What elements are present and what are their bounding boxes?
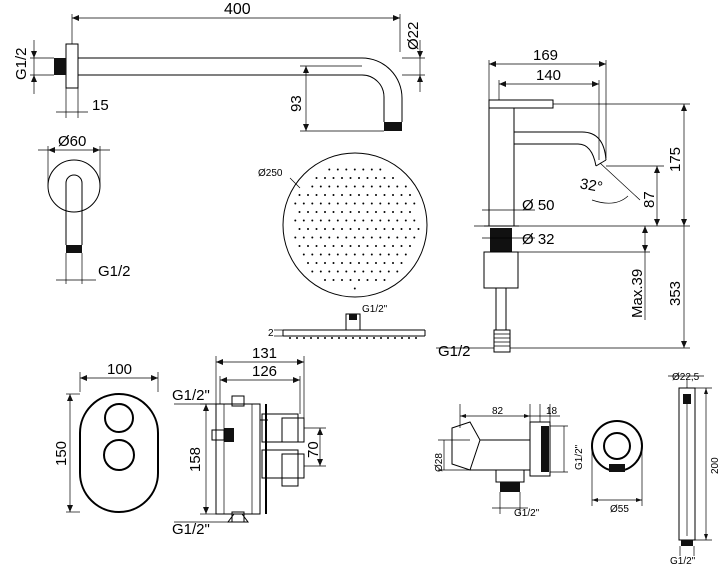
shower-arm-side-view: 400 Ø22 G1/2 15 93 bbox=[13, 1, 425, 132]
arm-diameter-label: Ø22 bbox=[405, 22, 422, 50]
valve-depth-inner-label: 126 bbox=[252, 363, 277, 380]
valve-bottom-thread-label: G1/2" bbox=[172, 521, 210, 538]
mixer-reach-label: 169 bbox=[533, 47, 558, 64]
shower-arm-front-view: Ø60 G1/2 bbox=[38, 133, 131, 284]
shower-head: Ø250 G1/2" 2 bbox=[258, 152, 428, 339]
plate-height-label: 150 bbox=[53, 441, 70, 466]
outlet-thread-side-label: G1/2" bbox=[574, 444, 585, 470]
valve-top-thread-label: G1/2" bbox=[172, 387, 210, 404]
mixer-inlet-label: G1/2 bbox=[438, 343, 471, 360]
outlet-rosette-label: Ø55 bbox=[610, 504, 629, 515]
head-diameter-label: Ø250 bbox=[258, 168, 283, 179]
plate-width-label: 100 bbox=[107, 361, 132, 378]
valve-spacing-label: 70 bbox=[305, 441, 322, 458]
valve-height-label: 158 bbox=[187, 447, 204, 472]
mixer-height-label: 175 bbox=[667, 147, 684, 172]
arm-bottom-thread-label: G1/2 bbox=[98, 263, 131, 280]
concealed-valve-body: 131 126 G1/2" 158 70 G1/2" bbox=[172, 345, 326, 538]
mixer-spout-label: 140 bbox=[536, 67, 561, 84]
outlet-length-label: 82 bbox=[492, 406, 504, 417]
head-connection-label: G1/2" bbox=[362, 304, 388, 315]
basin-mixer: 169 140 175 32° 87 Ø 50 Ø 32 Max.39 bbox=[436, 47, 690, 360]
arm-drop-label: 93 bbox=[288, 95, 305, 112]
arm-thread-label: G1/2 bbox=[13, 47, 30, 80]
wall-outlet: 82 18 Ø28 G1/2" G1/2" bbox=[434, 404, 585, 519]
head-thickness-label: 2 bbox=[268, 328, 274, 339]
handshower: Ø22,5 200 G1/2" bbox=[668, 372, 720, 567]
arm-plate-diameter-label: Ø60 bbox=[58, 133, 86, 150]
mixer-wall-plate: 100 150 bbox=[53, 361, 159, 513]
outlet-nut-label: 18 bbox=[546, 406, 558, 417]
mixer-angle-label: 32° bbox=[579, 175, 604, 196]
valve-depth-outer-label: 131 bbox=[252, 345, 277, 362]
mixer-spout-height-label: 87 bbox=[641, 191, 658, 208]
shower-head-profile-nozzles bbox=[289, 337, 417, 339]
shower-head-nozzles bbox=[294, 168, 420, 290]
mixer-total-label: 353 bbox=[667, 281, 684, 306]
mixer-shank-label: Max.39 bbox=[629, 269, 646, 318]
handshower-thread-label: G1/2" bbox=[670, 556, 696, 567]
handshower-length-label: 200 bbox=[710, 457, 720, 474]
mixer-body-diameter-label: Ø 50 bbox=[522, 197, 555, 214]
arm-length-label: 400 bbox=[224, 1, 251, 18]
handshower-diameter-label: Ø22,5 bbox=[672, 372, 700, 383]
outlet-thread-bottom-label: G1/2" bbox=[514, 508, 540, 519]
mixer-hole-diameter-label: Ø 32 bbox=[522, 231, 555, 248]
outlet-rosette: Ø55 bbox=[591, 420, 643, 515]
outlet-diameter-label: Ø28 bbox=[434, 453, 445, 472]
arm-flange-label: 15 bbox=[92, 97, 109, 114]
